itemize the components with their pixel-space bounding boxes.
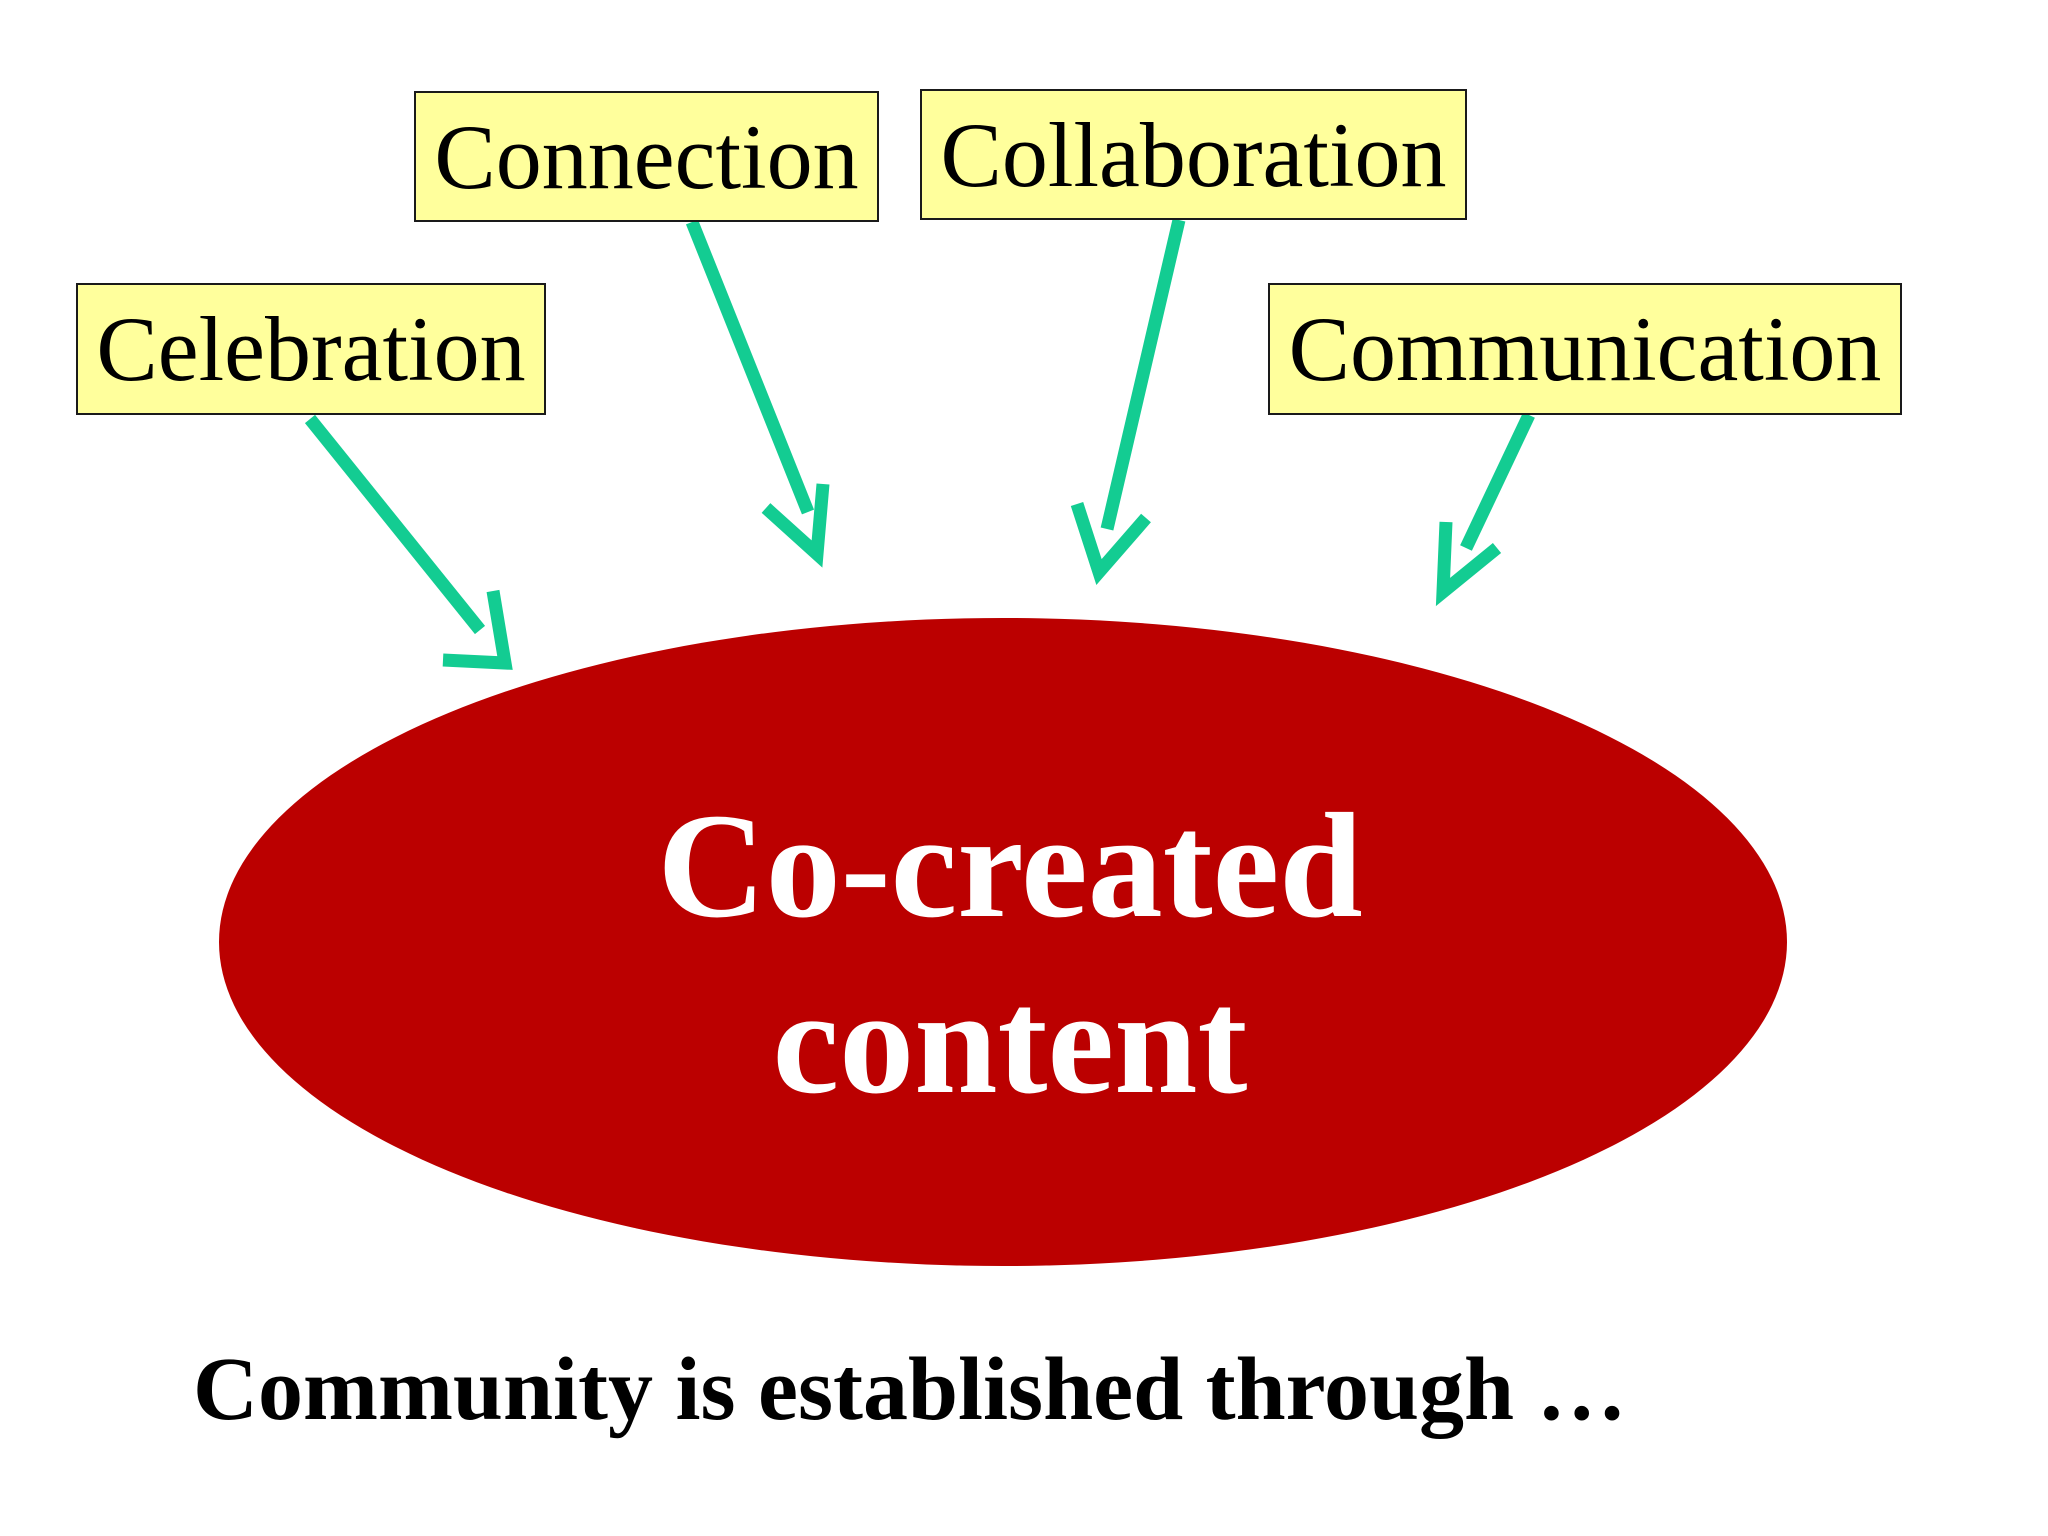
arrow-communication (1435, 412, 1535, 607)
co-created-content-ellipse (219, 618, 1787, 1266)
connection-box: Connection (414, 91, 879, 222)
center-label-line1: Co-created (657, 783, 1363, 949)
arrow-connection (685, 219, 830, 568)
center-label-line2: content (772, 959, 1248, 1125)
communication-box: Communication (1268, 283, 1902, 415)
caption: Community is established through … (193, 1340, 1627, 1439)
communication-label: Communication (1288, 298, 1882, 400)
collaboration-box: Collaboration (920, 89, 1467, 220)
center-label: Co-created content (400, 778, 1620, 1130)
arrow-celebration (304, 414, 513, 670)
connection-label: Connection (434, 105, 859, 208)
celebration-label: Celebration (96, 298, 526, 400)
collaboration-label: Collaboration (940, 103, 1447, 206)
celebration-box: Celebration (76, 283, 546, 415)
arrow-collaboration (1070, 218, 1186, 585)
